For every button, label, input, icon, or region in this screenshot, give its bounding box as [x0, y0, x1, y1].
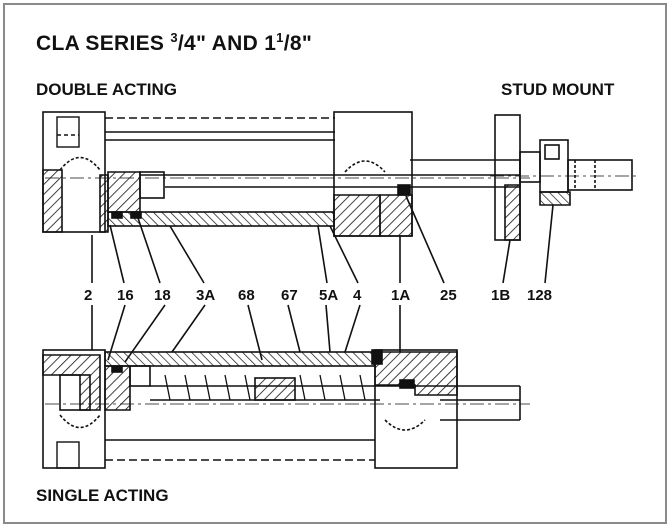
part-number-67: 67 — [281, 287, 298, 304]
part-number-16: 16 — [117, 287, 134, 304]
stud-mount-label: STUD MOUNT — [501, 80, 615, 99]
double-acting-label: DOUBLE ACTING — [36, 80, 178, 99]
part-number-128: 128 — [527, 287, 553, 304]
diagram-frame — [3, 3, 667, 524]
part-number-1a: 1A — [391, 287, 411, 304]
part-number-3a: 3A — [196, 287, 216, 304]
stud-mount-view — [490, 114, 640, 284]
part-number-18: 18 — [154, 287, 171, 304]
diagram-title: CLA SERIES 3/4" AND 11/8" — [36, 30, 313, 55]
single-acting-cylinder — [42, 304, 530, 469]
part-number-1b: 1B — [491, 287, 511, 304]
part-number-2: 2 — [84, 287, 93, 304]
single-acting-label: SINGLE ACTING — [36, 486, 169, 505]
double-acting-cylinder — [42, 111, 530, 284]
part-number-5a: 5A — [319, 287, 339, 304]
part-number-4: 4 — [353, 287, 362, 304]
part-number-25: 25 — [440, 287, 457, 304]
part-number-68: 68 — [238, 287, 255, 304]
